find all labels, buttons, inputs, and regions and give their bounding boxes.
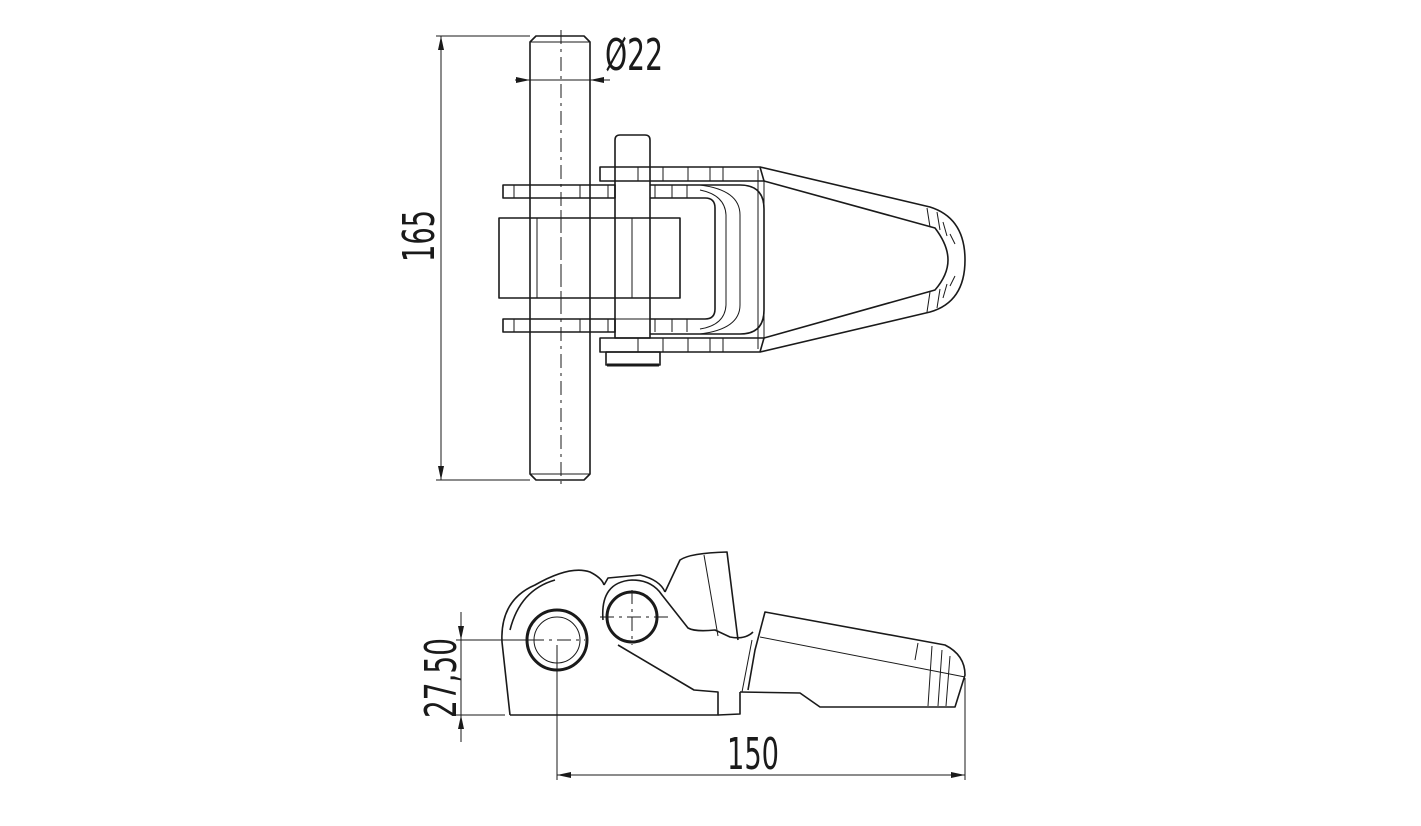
axis-height-label: 27,50 <box>416 638 467 718</box>
dimension-overall-length: 150 <box>556 645 966 780</box>
overall-length-label: 150 <box>727 729 779 780</box>
hinge-plates <box>502 166 765 353</box>
dimension-shaft-diameter: Ø22 <box>515 30 663 83</box>
top-view: Ø22 165 <box>394 30 966 486</box>
dimension-overall-height: 165 <box>394 35 530 481</box>
side-view: 27,50 150 <box>416 551 966 780</box>
dimension-axis-height: 27,50 <box>416 612 530 742</box>
u-bracket <box>650 184 765 335</box>
nut <box>605 351 661 366</box>
hinge-pin <box>605 134 661 367</box>
tapered-arm <box>757 166 966 353</box>
shaft-diameter-label: Ø22 <box>605 30 663 81</box>
overall-height-label: 165 <box>394 210 445 262</box>
lever <box>600 551 966 708</box>
hinge-block <box>498 210 681 306</box>
shaft <box>529 35 591 481</box>
base-body <box>501 569 741 716</box>
